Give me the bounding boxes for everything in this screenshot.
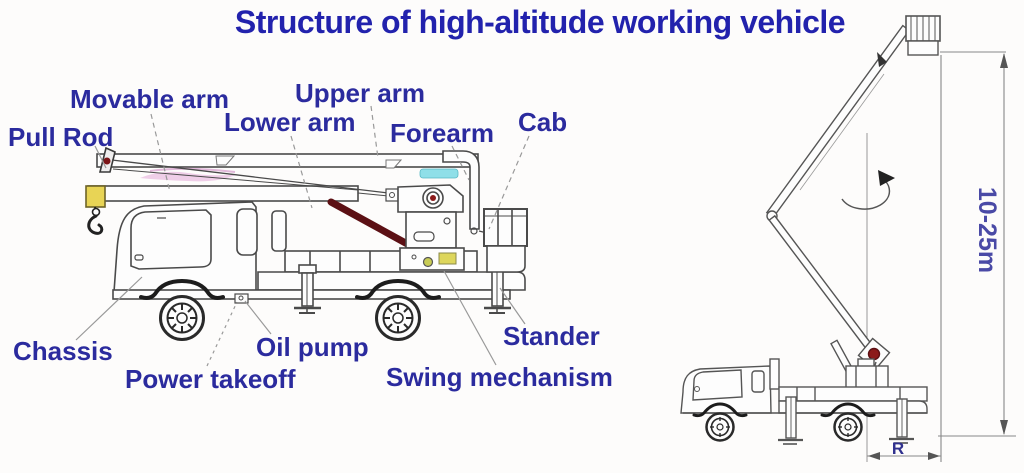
pink-highlight: [140, 171, 238, 182]
label-lower-arm: Lower arm: [224, 107, 356, 137]
right-rear-fender: [820, 402, 876, 418]
right-truck-body: [680, 358, 928, 414]
leader-lines: [75, 105, 530, 367]
leader-swing-mechanism: [443, 270, 497, 366]
front-stander: [294, 264, 321, 314]
label-upper-arm: Upper arm: [295, 78, 426, 108]
pull-rod: [98, 146, 116, 173]
label-movable-arm: Movable arm: [70, 84, 229, 114]
leader-upper-arm: [370, 105, 379, 159]
right-rear-wheel: [833, 412, 863, 442]
radius-dimension: [867, 452, 941, 460]
height-dimension: [938, 51, 1016, 462]
swing-mechanism: [385, 184, 465, 271]
leader-cab: [488, 135, 530, 230]
rear-fender: [355, 278, 441, 300]
leader-movable-arm: [150, 113, 171, 193]
maroon-pivot: [867, 347, 881, 361]
leader-forearm: [451, 145, 470, 181]
label-oil-pump: Oil pump: [256, 332, 369, 362]
right-front-wheel: [705, 412, 735, 442]
rotation-arrow: [841, 170, 895, 210]
leader-oil-pump: [244, 300, 272, 335]
extended-upper-boom: [765, 24, 911, 219]
cab-door-window: [236, 208, 258, 256]
hook-block: [85, 185, 106, 208]
crane-hook: [87, 206, 104, 235]
label-working-radius: R: [891, 439, 905, 458]
leader-pull-rod: [94, 145, 107, 169]
label-pull-rod: Pull Rod: [8, 122, 114, 152]
right-rear-stander: [889, 398, 914, 444]
extended-basket: [905, 15, 941, 56]
right-swing-turret: [845, 358, 889, 389]
movable-arm-beam: [87, 185, 359, 202]
label-power-takeoff: Power takeoff: [125, 364, 296, 394]
label-height-range: 10-25m: [973, 186, 1001, 274]
label-swing-mechanism: Swing mechanism: [386, 362, 613, 392]
left-truck-diagram: [85, 146, 528, 341]
right-front-fender: [692, 402, 748, 418]
label-forearm: Forearm: [390, 118, 495, 148]
label-cab: Cab: [518, 107, 568, 137]
right-front-stander: [778, 396, 803, 445]
power-takeoff-fitting: [234, 293, 249, 304]
label-stander: Stander: [503, 321, 600, 351]
leader-power-takeoff: [206, 301, 238, 367]
boom-section-joint: [877, 52, 887, 67]
leader-lower-arm: [290, 135, 313, 209]
front-fender: [139, 278, 225, 300]
label-chassis: Chassis: [13, 336, 113, 366]
leader-chassis: [75, 276, 143, 341]
right-truck-diagram: [680, 15, 1016, 462]
front-wheel: [159, 295, 205, 341]
chassis: [112, 201, 526, 304]
rear-wheel: [375, 295, 421, 341]
leader-stander: [499, 287, 526, 325]
extended-lower-arm: [768, 214, 877, 356]
work-basket: [483, 208, 528, 273]
stowed-boom: [85, 146, 479, 250]
cab-window: [130, 209, 212, 270]
page-title: Structure of high-altitude working vehic…: [234, 4, 846, 40]
cyan-highlight: [419, 168, 459, 179]
maroon-link-rod: [327, 198, 415, 250]
